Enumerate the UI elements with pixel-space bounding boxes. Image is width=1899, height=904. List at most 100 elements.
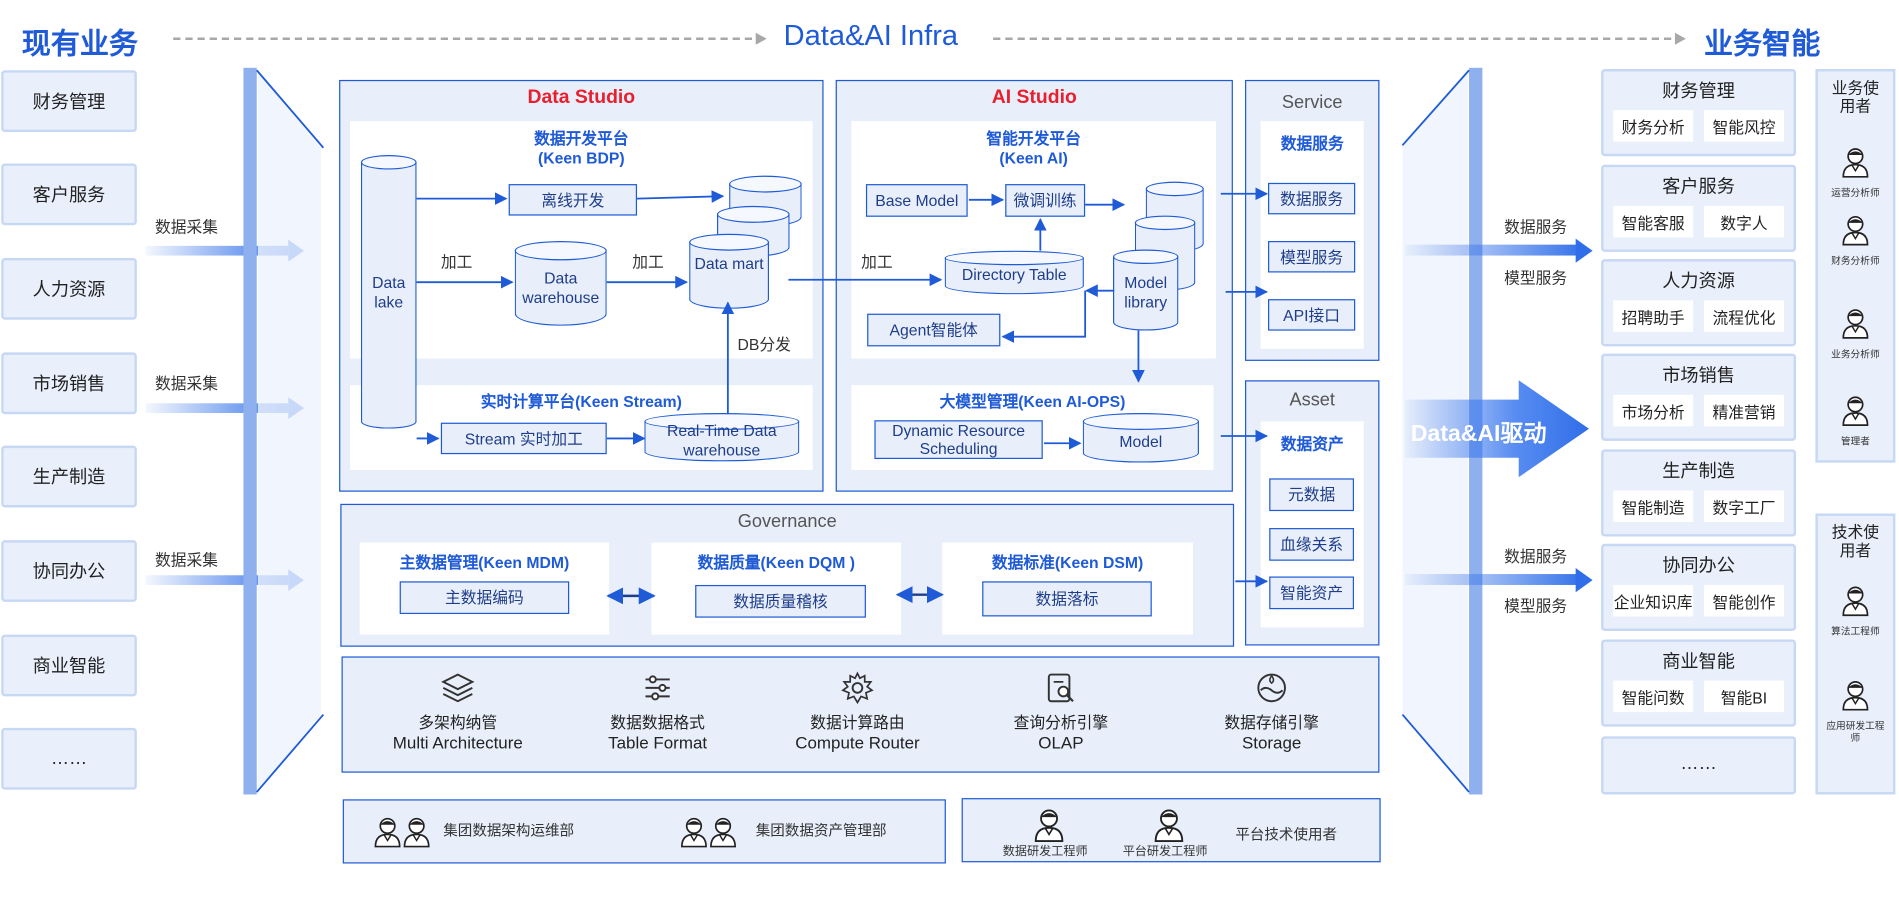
model-library-cylinder: Model library	[1113, 249, 1179, 331]
business-user-4: 管理者	[1840, 435, 1870, 447]
right-panel-5: 生产制造智能制造数字工厂	[1601, 449, 1797, 537]
right-panel-chip-2-2: 数字人	[1704, 205, 1784, 238]
data-dev-eng-label: 数据研发工程师	[1002, 845, 1088, 859]
left-business-1: 财务管理	[1, 70, 137, 133]
group-asset-label: 集团数据资产管理部	[755, 822, 887, 840]
collect-label-3: 数据采集	[155, 551, 219, 570]
directory-table-cylinder: Directory Table	[944, 250, 1084, 295]
person-icon	[1842, 396, 1869, 426]
ai-ops-title: 大模型管理(Keen AI-OPS)	[939, 392, 1126, 411]
dynamic-scheduling-box: Dynamic Resource Scheduling	[874, 420, 1043, 460]
right-arrow-bottom	[1404, 568, 1593, 593]
business-user-1: 运营分析师	[1831, 187, 1880, 199]
left-frame	[243, 67, 325, 795]
right-panel-chip-4-2: 精准营销	[1704, 394, 1784, 427]
asset-item-1: 元数据	[1269, 478, 1355, 512]
left-business-2: 客户服务	[1, 163, 137, 226]
gear-icon	[841, 671, 874, 705]
right-panel-title-4: 市场销售	[1662, 365, 1735, 387]
infra-label-cn-1: 多架构纳管	[418, 713, 498, 732]
dsm-title: 数据标准(Keen DSM)	[991, 553, 1144, 572]
infra-label-en-2: Table Format	[608, 732, 708, 753]
person-icon	[1842, 309, 1869, 339]
infra-label-en-3: Compute Router	[795, 732, 920, 753]
dqm-item-box: 数据质量稽核	[695, 584, 866, 618]
right-panel-chip-7-1: 智能问数	[1613, 680, 1694, 713]
right-panel-chip-7-2: 智能BI	[1704, 680, 1784, 713]
governance-title: Governance	[737, 511, 837, 532]
right-panel-chip-3-1: 招聘助手	[1613, 300, 1694, 332]
left-business-7: 商业智能	[1, 634, 137, 697]
person-icon	[1842, 681, 1869, 711]
model-cylinder: Model	[1082, 412, 1199, 463]
process-label-1: 加工	[440, 253, 473, 272]
left-business-8: ……	[1, 727, 137, 790]
right-panel-chip-6-1: 企业知识库	[1613, 584, 1694, 617]
asset-title: Asset	[1289, 389, 1335, 411]
person-icon	[1842, 586, 1869, 617]
left-business-5: 生产制造	[1, 445, 137, 508]
ai-dev-title: 智能开发平台(Keen AI)	[986, 129, 1081, 168]
person-icon	[1842, 215, 1869, 246]
dqm-title: 数据质量(Keen DQM )	[697, 553, 856, 572]
offline-dev-box: 离线开发	[508, 184, 638, 216]
tech-users-column: 技术使用者	[1815, 513, 1896, 795]
header-arrow-right	[993, 32, 1686, 45]
right-panel-2: 客户服务智能客服数字人	[1601, 164, 1797, 252]
ai-studio-title: AI Studio	[991, 87, 1077, 108]
document-search-icon	[1047, 673, 1074, 703]
right-flow-arrows	[1404, 238, 1593, 593]
dsm-item-box: 数据落标	[982, 581, 1152, 617]
person-icon	[1842, 148, 1869, 178]
right-panel-chip-6-2: 智能创作	[1704, 584, 1784, 617]
stream-title: 实时计算平台(Keen Stream)	[480, 392, 682, 411]
infra-label-en-4: OLAP	[1038, 732, 1084, 753]
header-infra: Data&AI Infra	[783, 19, 959, 53]
right-panel-6: 协同办公企业知识库智能创作	[1601, 543, 1797, 631]
mdm-item-box: 主数据编码	[399, 581, 570, 615]
finetune-box: 微调训练	[1005, 184, 1086, 217]
right-panel-title-3: 人力资源	[1662, 271, 1735, 292]
ai-process-label: 加工	[861, 253, 893, 272]
platform-dev-eng-label: 平台研发工程师	[1122, 845, 1208, 859]
infra-label-cn-4: 查询分析引擎	[1013, 713, 1109, 732]
service-item-1: 数据服务	[1268, 182, 1356, 215]
person-icon	[374, 817, 401, 848]
service-item-3: API接口	[1268, 299, 1356, 331]
right-panel-3: 人力资源招聘助手流程优化	[1601, 259, 1797, 347]
left-business-3: 人力资源	[1, 257, 137, 320]
right-panel-7: 商业智能智能问数智能BI	[1601, 639, 1797, 727]
right-panel-title-6: 协同办公	[1662, 555, 1735, 577]
stream-proc-box: Stream 实时加工	[440, 422, 607, 455]
asset-item-2: 血缘关系	[1269, 528, 1355, 561]
right-panel-title-2: 客户服务	[1662, 176, 1735, 198]
infra-label-cn-2: 数据数据格式	[610, 713, 705, 732]
right-panel-chip-4-1: 市场分析	[1613, 394, 1694, 427]
right-model-service-2: 模型服务	[1504, 597, 1568, 616]
person-icon	[1154, 809, 1184, 843]
header-existing-business: 现有业务	[21, 27, 139, 61]
right-panel-chip-5-1: 智能制造	[1613, 490, 1694, 522]
person-icon	[1034, 809, 1064, 843]
person-icon	[403, 817, 430, 848]
data-studio-title: Data Studio	[527, 87, 636, 108]
water-storage-icon	[1257, 673, 1286, 703]
right-panel-chip-1-2: 智能风控	[1704, 110, 1784, 142]
right-panel-more: ……	[1601, 736, 1797, 795]
infra-label-en-5: Storage	[1241, 732, 1302, 753]
right-arrow-top	[1404, 238, 1593, 263]
right-panel-4: 市场销售市场分析精准营销	[1601, 353, 1797, 441]
group-ops-label: 集团数据架构运维部	[443, 822, 575, 840]
right-panel-title-7: 商业智能	[1662, 651, 1735, 673]
warehouse-cylinder: Data warehouse	[514, 241, 607, 326]
right-panel-chip-2-1: 智能客服	[1613, 205, 1694, 238]
sliders-icon	[645, 675, 670, 701]
asset-item-3: 智能资产	[1269, 576, 1355, 610]
asset-subtitle: 数据资产	[1280, 434, 1344, 453]
left-business-6: 协同办公	[1, 540, 137, 602]
db-dist-label: DB分发	[737, 335, 791, 354]
